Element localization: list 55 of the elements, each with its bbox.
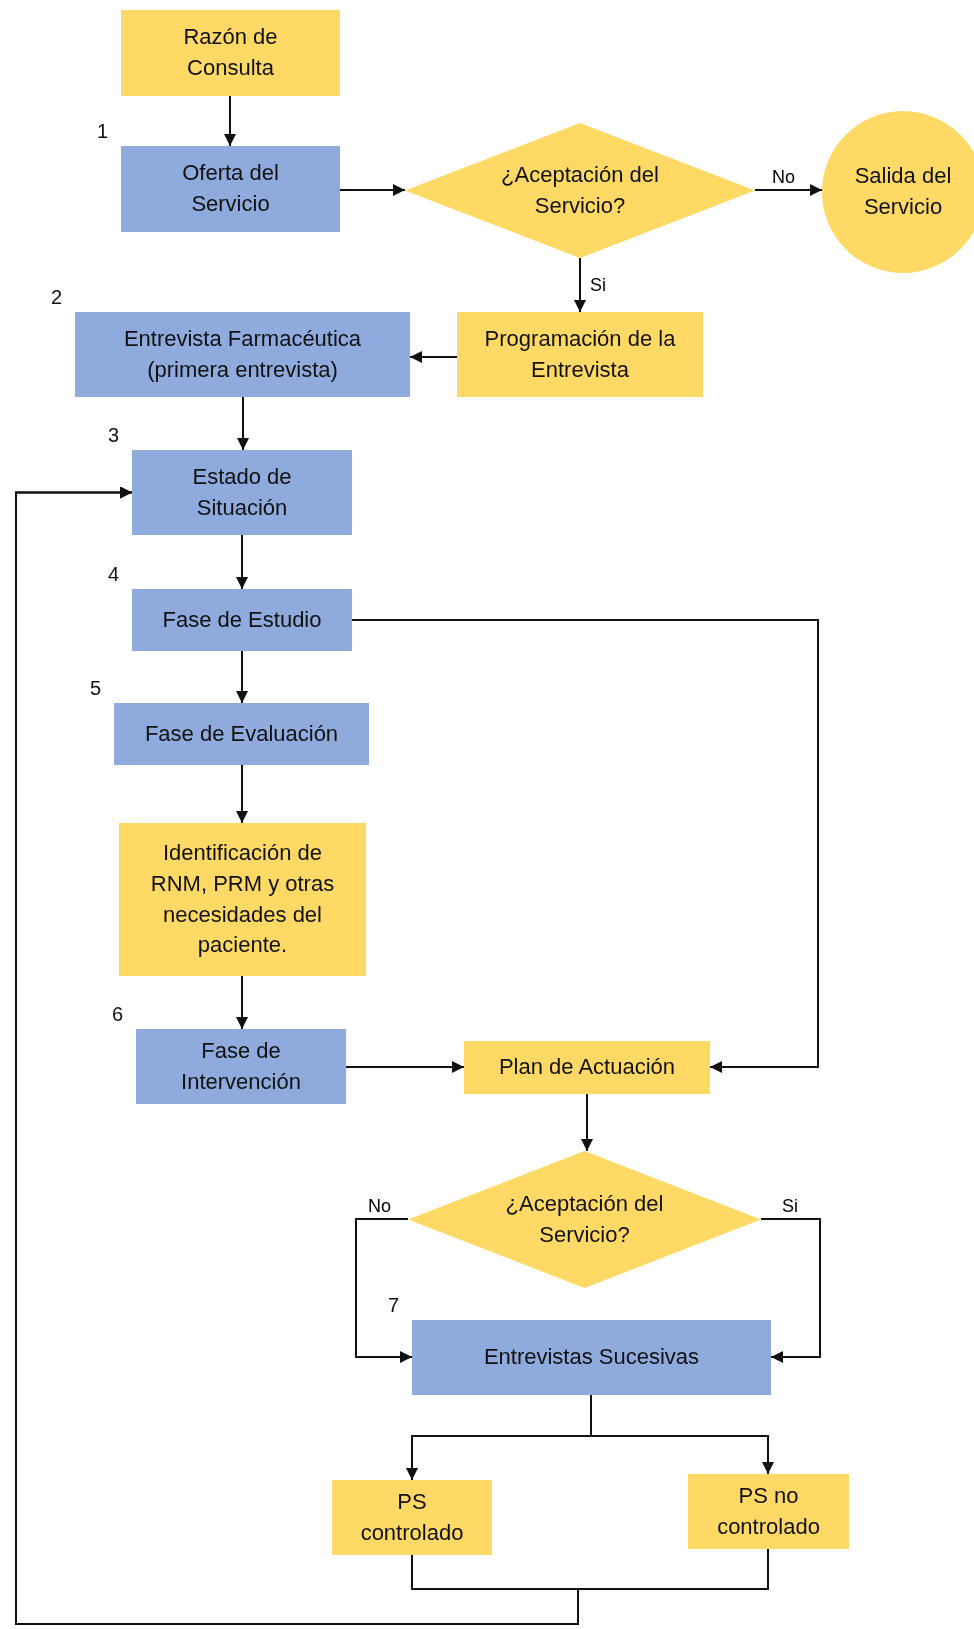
node-label: Fase de Evaluación <box>143 719 340 748</box>
node-label: Razón de Consulta <box>182 23 279 82</box>
node-label: ¿Aceptación del Servicio? <box>504 1189 665 1249</box>
arrow <box>339 184 406 196</box>
arrow <box>236 764 248 824</box>
process-box <box>114 703 369 765</box>
step-number: 1 <box>97 120 109 143</box>
process-box <box>688 1474 849 1549</box>
node-label: Fase de Estudio <box>161 605 323 634</box>
arrow <box>236 975 248 1030</box>
process-box <box>121 146 340 232</box>
process-box <box>464 1041 710 1094</box>
node-label: Plan de Actuación <box>497 1053 677 1082</box>
process-box <box>457 312 703 397</box>
node-label: PS controlado <box>359 1487 465 1547</box>
arrow <box>224 95 236 147</box>
arrow <box>237 396 249 451</box>
node-label: Fase de Intervención <box>180 1036 302 1096</box>
node-label: Programación de la Entrevista <box>483 324 677 384</box>
step-number: 3 <box>108 424 120 447</box>
arrow <box>236 650 248 704</box>
arrow <box>345 1061 465 1073</box>
arrow <box>590 1394 774 1475</box>
node-label: Entrevistas Sucesivas <box>482 1343 701 1372</box>
step-number: 2 <box>51 286 63 309</box>
process-box <box>119 823 366 976</box>
process-box <box>132 589 352 651</box>
arrow <box>236 534 248 590</box>
process-box <box>412 1320 771 1395</box>
arrow <box>409 351 458 363</box>
process-box <box>136 1029 346 1104</box>
arrow <box>351 619 819 1073</box>
process-box <box>132 450 352 535</box>
step-number: 7 <box>388 1294 400 1317</box>
arrow <box>581 1093 593 1152</box>
node-label: Identificación de RNM, PRM y otras necesidades del paciente. <box>149 838 336 960</box>
arrow <box>574 257 586 313</box>
node-label: Salida del Servicio <box>853 162 953 221</box>
arrow <box>15 486 769 1625</box>
node-label: Entrevista Farmacéutica (primera entrevista) <box>122 324 363 384</box>
process-box <box>121 10 340 96</box>
arrow <box>760 1218 821 1363</box>
arrow <box>754 184 823 196</box>
process-box <box>332 1480 492 1555</box>
step-number: 4 <box>108 563 120 586</box>
node-label: PS no controlado <box>716 1481 821 1541</box>
node-label: ¿Aceptación del Servicio? <box>500 160 660 220</box>
arrow <box>355 1218 413 1363</box>
decision-diamond <box>405 123 755 258</box>
node-label: Estado de Situación <box>191 462 293 522</box>
step-number: 6 <box>112 1003 124 1026</box>
step-number: 5 <box>90 677 102 700</box>
decision-diamond <box>408 1151 761 1288</box>
process-box <box>75 312 410 397</box>
node-label: Oferta del Servicio <box>181 159 280 218</box>
